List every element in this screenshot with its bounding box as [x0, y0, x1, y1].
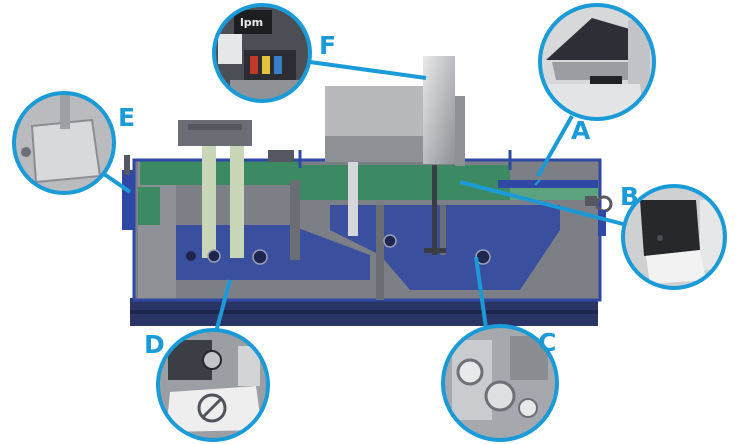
center-shaft	[432, 165, 437, 255]
callout-a-photo	[538, 3, 656, 121]
pump-column	[423, 56, 455, 164]
callout-e-photo	[12, 91, 116, 195]
port-left-2	[207, 249, 221, 263]
left-pipe-2	[230, 130, 244, 258]
machine-body	[122, 56, 613, 326]
leader-line-a	[536, 115, 574, 177]
callout-b-photo	[621, 184, 727, 290]
leader-line-b	[459, 180, 624, 226]
controller-logo: lpm	[240, 16, 263, 29]
callout-label-e: E	[118, 103, 135, 132]
top-equipment-box	[325, 86, 423, 136]
callout-label-c: C	[538, 328, 556, 357]
callout-f-photo: lpm	[212, 3, 312, 103]
port-right-1	[383, 234, 397, 248]
callout-c-photo	[441, 324, 559, 442]
port-left-3	[252, 249, 268, 265]
callout-label-b: B	[620, 182, 639, 211]
leader-line-f	[309, 60, 427, 80]
green-upper-assembly	[140, 160, 300, 185]
left-pipe-1	[202, 130, 216, 258]
callout-d-photo	[156, 328, 270, 442]
callout-label-f: F	[319, 31, 336, 60]
callout-label-d: D	[144, 330, 165, 359]
left-blue-tank	[176, 225, 370, 280]
leader-lines	[102, 60, 624, 333]
leader-line-d	[214, 279, 232, 333]
leader-line-e	[102, 172, 132, 194]
leader-line-c	[474, 256, 488, 329]
port-left-1	[186, 251, 196, 261]
callout-label-a: A	[571, 116, 591, 145]
